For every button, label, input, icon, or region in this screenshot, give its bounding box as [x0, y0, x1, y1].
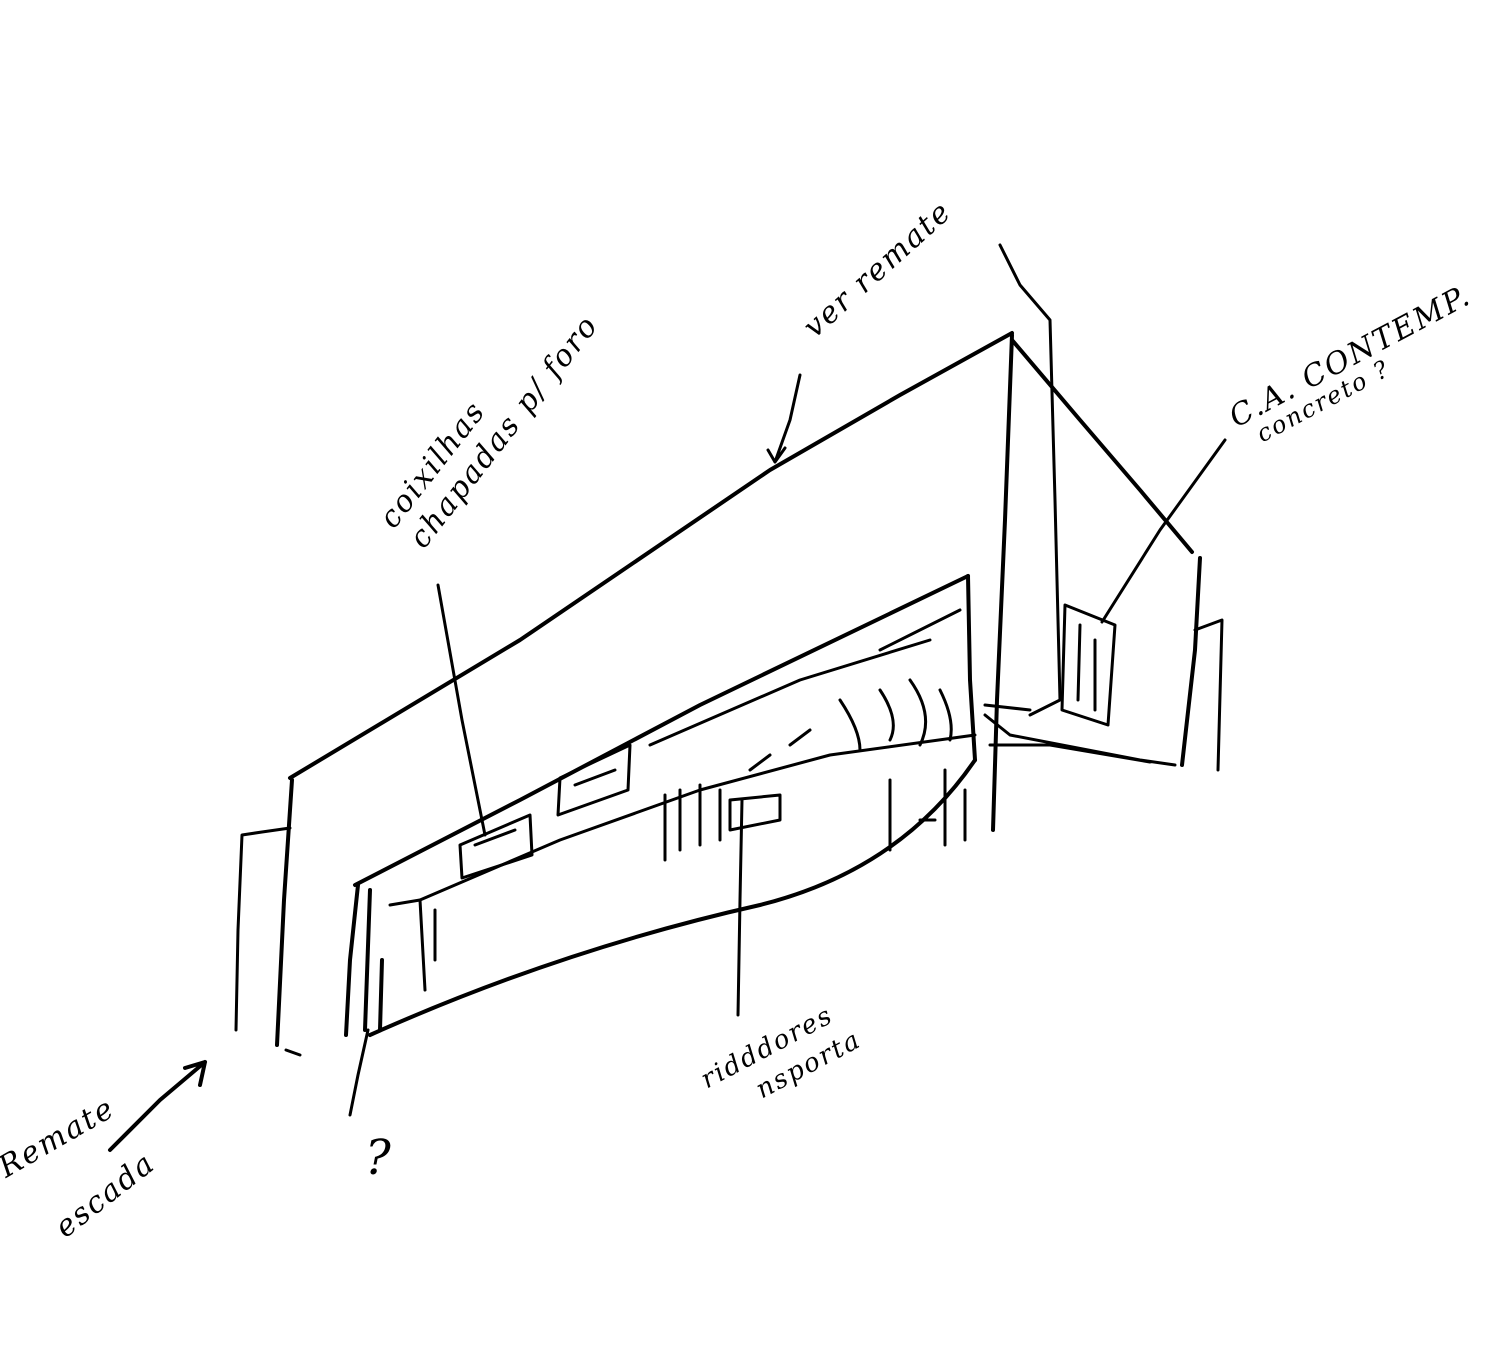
side-edge [1010, 338, 1202, 767]
leader-remate-top [998, 243, 1062, 717]
window-1 [458, 813, 534, 880]
roof-edge [288, 331, 1014, 780]
soffit-line [388, 733, 977, 907]
hatching [748, 678, 953, 772]
window-2 [556, 743, 632, 817]
annotation-question: ? [365, 1130, 393, 1186]
vent-box [1060, 603, 1117, 727]
leader-question [348, 1028, 370, 1117]
opening-right [966, 574, 977, 762]
corner-edge [991, 333, 1014, 832]
left-edge [275, 778, 294, 1047]
left-wall [234, 826, 302, 1057]
opening-top [353, 574, 970, 887]
side-wall [1193, 618, 1224, 772]
leader-ridddores [736, 798, 744, 1017]
leader-ver-remate [766, 373, 802, 464]
opening-left [344, 883, 384, 1037]
base-strip [983, 703, 1177, 767]
arrow-remate-escada [108, 1060, 207, 1152]
leader-contemp [1100, 438, 1227, 624]
leader-coixilhas [436, 583, 487, 837]
door-panel [663, 783, 782, 862]
soffit-line-2 [648, 608, 962, 747]
right-panel [418, 768, 967, 992]
